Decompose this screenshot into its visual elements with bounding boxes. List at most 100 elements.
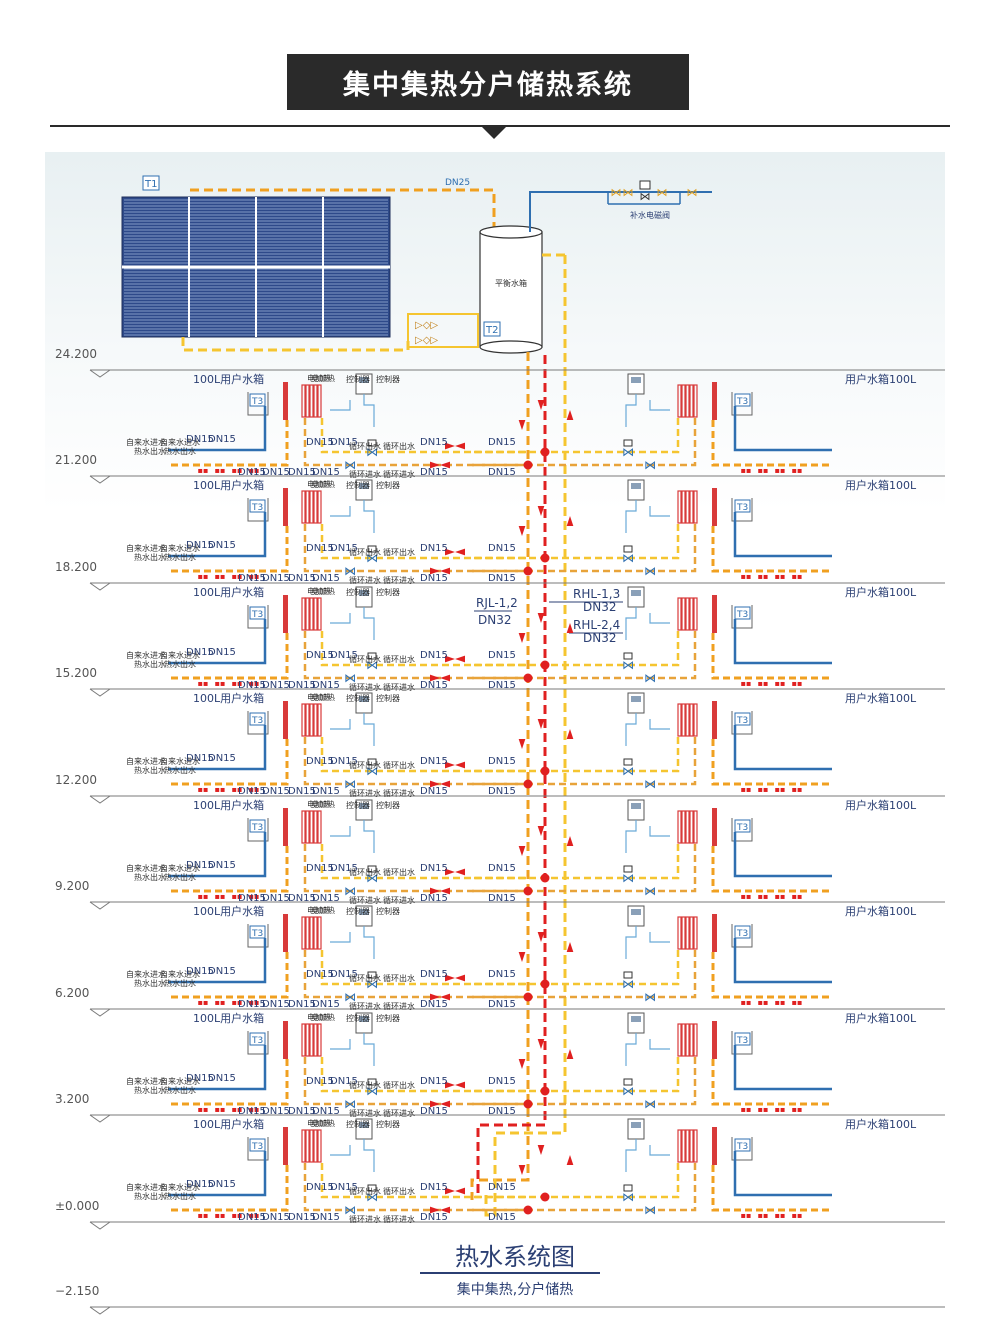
collector-return-pipe [181, 337, 410, 352]
user-tank-outline [247, 818, 269, 842]
heat-exchanger-coil-icon [301, 384, 306, 418]
ball-valve-icon: ⋈ [622, 764, 634, 778]
fixture-icon: ▪▪ [215, 572, 226, 581]
pump-station [407, 313, 479, 348]
fixture-icon: ▪▪ [741, 785, 752, 794]
cold-water-pipe [168, 725, 267, 771]
heater-element-icon [712, 914, 717, 952]
return-pipe-size: DN15 [312, 999, 340, 1010]
controller-label: 控制器 [346, 1119, 370, 1129]
controller-screen-icon [631, 483, 641, 489]
branch-pipe-size: DN15 [420, 650, 448, 661]
control-wire [625, 607, 637, 640]
circulation-in-label: 循环进水 [383, 788, 415, 798]
control-wire [625, 926, 637, 959]
flow-arrow [440, 674, 450, 682]
return-pipe-size: DN15 [312, 573, 340, 584]
fixture-icon: ▪▪ [758, 466, 769, 475]
heat-exchanger-coil-icon [677, 490, 682, 524]
user-tank-label: 用户水箱100L [845, 798, 917, 812]
heat-exchanger-coil-icon [317, 384, 322, 418]
hot-pipe-size: DN15 [262, 999, 290, 1010]
user-tank-tag-box [734, 499, 751, 513]
elevation-marker [89, 688, 111, 697]
branch-pipe-size: DN15 [420, 863, 448, 874]
balance-tank-bottom [479, 340, 543, 354]
circulation-in-pipe [320, 737, 528, 773]
flow-arrow [455, 1187, 465, 1195]
riser-junction [540, 447, 550, 457]
circulation-in-label: 循环进水 [349, 575, 381, 585]
caption-subtitle: 集中集热,分户储热 [456, 1282, 574, 1298]
flow-arrow [440, 780, 450, 788]
hot-water-outlet-pipe [711, 739, 832, 786]
flow-arrow [445, 1187, 455, 1195]
balance-tank-top [479, 225, 543, 239]
user-tank-tag: T3 [251, 1142, 263, 1152]
heat-exchanger-coil-icon [301, 703, 306, 737]
control-wire [649, 826, 670, 837]
user-tank-tag: T3 [251, 503, 263, 513]
flow-arrow [518, 420, 526, 430]
flow-arrow [566, 410, 574, 420]
controller-screen-icon [631, 909, 641, 915]
fixture-icon: ▪▪ [792, 466, 803, 475]
user-tank-label: 100L用户水箱 [193, 372, 264, 386]
branch-pipe-size: DN15 [488, 543, 516, 554]
cold-pipe-size: DN15 [186, 860, 214, 871]
heat-exchanger-coil-icon [309, 1023, 314, 1057]
flow-arrow [537, 506, 545, 516]
motor-valve-icon [623, 1184, 633, 1192]
motor-valve-icon [623, 1078, 633, 1086]
hot-water-label: 热水出水 [164, 872, 196, 882]
branch-pipe-size: DN15 [488, 1106, 516, 1117]
user-tank-tag: T3 [251, 716, 263, 726]
ball-valve-icon: ⋈ [366, 658, 378, 672]
cold-water-pipe [733, 832, 832, 878]
check-valve-icon: ⋈ [344, 458, 356, 472]
fixture-icon: ▪▪ [232, 892, 243, 901]
solenoid-valve-icon [639, 180, 651, 190]
control-wire [330, 400, 351, 411]
user-tank-outline [731, 1031, 753, 1055]
circulation-out-label: 循环出水 [383, 654, 415, 664]
user-tank-tag-box [734, 819, 751, 833]
heat-exchanger-coil-icon [677, 916, 682, 950]
heater-element-icon [712, 1127, 717, 1165]
fixture-icon: ▪▪ [792, 998, 803, 1007]
heater-element-icon [283, 488, 288, 526]
hot-water-outlet-pipe [711, 633, 832, 680]
heat-exchanger-coil-icon [309, 810, 314, 844]
ball-valve-icon: ⋈ [366, 764, 378, 778]
hot-water-outlet-pipe [168, 1059, 289, 1106]
controller-label: 控制器 [376, 480, 400, 490]
heat-exchanger-coil-icon [313, 916, 318, 950]
branch-pipe-size: DN15 [488, 999, 516, 1010]
fixture-icon: ▪▪ [741, 1211, 752, 1220]
hot-pipe-size: DN15 [238, 680, 266, 691]
fixture-icon: ▪▪ [198, 466, 209, 475]
motor-valve-icon [367, 1078, 377, 1086]
branch-pipe-size: DN15 [488, 969, 516, 980]
user-tank-tag: T3 [736, 1036, 748, 1046]
heat-exchanger-coil-icon [685, 597, 690, 631]
control-wire [649, 719, 670, 730]
hot-water-outlet-pipe [168, 633, 289, 680]
flow-arrow [537, 1145, 545, 1155]
aux-heater-label: 电加热 [307, 692, 331, 702]
fixture-icon: ▪▪ [215, 998, 226, 1007]
aux-heater-label: 电加热 [307, 373, 331, 383]
cold-water-pipe [733, 512, 832, 558]
user-tank-label: 用户水箱100L [845, 478, 917, 492]
flow-arrow [518, 952, 526, 962]
flow-arrow [455, 974, 465, 982]
aux-heater-label: 电加热 [311, 905, 335, 915]
branch-pipe-size: DN15 [420, 680, 448, 691]
heat-exchanger-coil-icon [305, 916, 310, 950]
hot-pipe-size: DN15 [238, 1212, 266, 1223]
riser-size-right-1: DN32 [583, 600, 617, 614]
controller-label: 控制器 [376, 906, 400, 916]
heat-exchanger-coil-icon [685, 384, 690, 418]
branch-pipe-size: DN15 [420, 543, 448, 554]
fixture-icon: ▪▪ [775, 998, 786, 1007]
